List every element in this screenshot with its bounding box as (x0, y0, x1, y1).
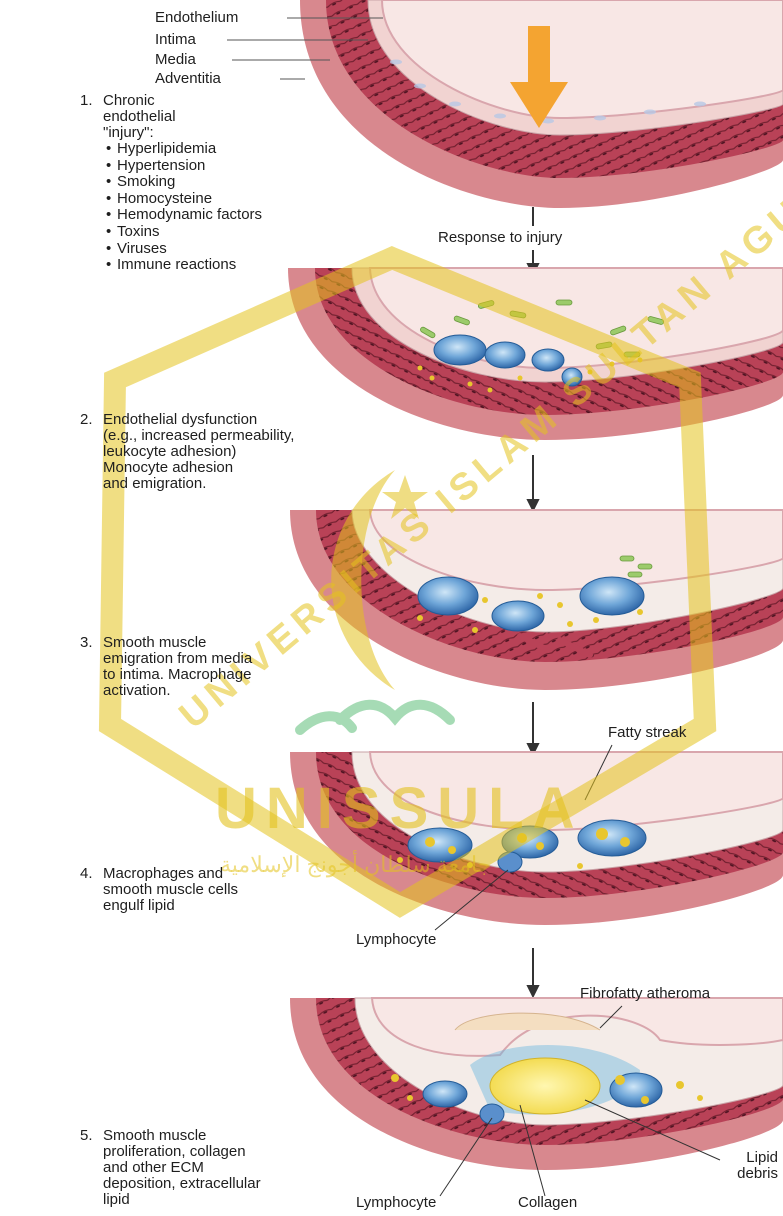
injury-cause: Smoking (117, 174, 262, 191)
label-adventitia: Adventitia (155, 71, 221, 87)
step-2-line: Monocyte adhesion (103, 460, 294, 476)
watermark-arabic: جامعة سلطان أجونج الإسلامية (220, 852, 491, 878)
label-intima: Intima (155, 32, 196, 48)
annotation-collagen: Collagen (518, 1195, 577, 1211)
annotation-lipid: Lipid (700, 1150, 778, 1166)
step-5-number: 5. (80, 1128, 93, 1144)
step-5-line: and other ECM (103, 1160, 261, 1176)
step-5-line: deposition, extracellular (103, 1176, 261, 1192)
step-5-line: Smooth muscle (103, 1128, 261, 1144)
injury-cause: Viruses (117, 241, 262, 258)
label-endothelium: Endothelium (155, 10, 238, 26)
vessel-stage-1 (300, 0, 783, 208)
annotation-lipid-debris: Lipid debris (700, 1150, 778, 1182)
step-1: 1. Chronic endothelial "injury": Hyperli… (80, 93, 262, 274)
annotation-fatty-streak: Fatty streak (608, 725, 686, 741)
step-5-line: proliferation, collagen (103, 1144, 261, 1160)
step-4-line: Macrophages and (103, 866, 238, 882)
injury-cause: Hypertension (117, 158, 262, 175)
injury-cause: Hemodynamic factors (117, 207, 262, 224)
label-media: Media (155, 52, 196, 68)
annotation-lymphocyte-2: Lymphocyte (356, 1195, 436, 1211)
step-3-line: activation. (103, 683, 252, 699)
step-5: 5. Smooth muscle proliferation, collagen… (80, 1128, 261, 1208)
step-2-line: (e.g., increased permeability, (103, 428, 294, 444)
injury-causes-list: Hyperlipidemia Hypertension Smoking Homo… (103, 141, 262, 274)
annotation-lymphocyte: Lymphocyte (356, 932, 436, 948)
step-3-number: 3. (80, 635, 93, 651)
step-4-line: smooth muscle cells (103, 882, 238, 898)
injury-cause: Immune reactions (117, 257, 262, 274)
step-2-line: and emigration. (103, 476, 294, 492)
step-3-line: Smooth muscle (103, 635, 252, 651)
injury-cause: Homocysteine (117, 191, 262, 208)
step-1-number: 1. (80, 93, 93, 109)
step-1-line: endothelial (103, 109, 262, 125)
step-1-line: "injury": (103, 125, 262, 141)
step-2-number: 2. (80, 412, 93, 428)
step-2-line: Endothelial dysfunction (103, 412, 294, 428)
step-4-number: 4. (80, 866, 93, 882)
step-3: 3. Smooth muscle emigration from media t… (80, 635, 252, 699)
step-4: 4. Macrophages and smooth muscle cells e… (80, 866, 238, 914)
step-2-line: leukocyte adhesion) (103, 444, 294, 460)
step-5-line: lipid (103, 1192, 261, 1208)
annotation-fibrofatty-atheroma: Fibrofatty atheroma (580, 986, 710, 1002)
step-2: 2. Endothelial dysfunction (e.g., increa… (80, 412, 294, 492)
step-3-line: to intima. Macrophage (103, 667, 252, 683)
watermark-text-bottom: UNISSULA (215, 775, 583, 842)
step-4-line: engulf lipid (103, 898, 238, 914)
annotation-debris: debris (700, 1166, 778, 1182)
step-3-line: emigration from media (103, 651, 252, 667)
response-to-injury-label: Response to injury (438, 230, 562, 246)
injury-cause: Hyperlipidemia (117, 141, 262, 158)
step-1-line: Chronic (103, 93, 262, 109)
injury-cause: Toxins (117, 224, 262, 241)
